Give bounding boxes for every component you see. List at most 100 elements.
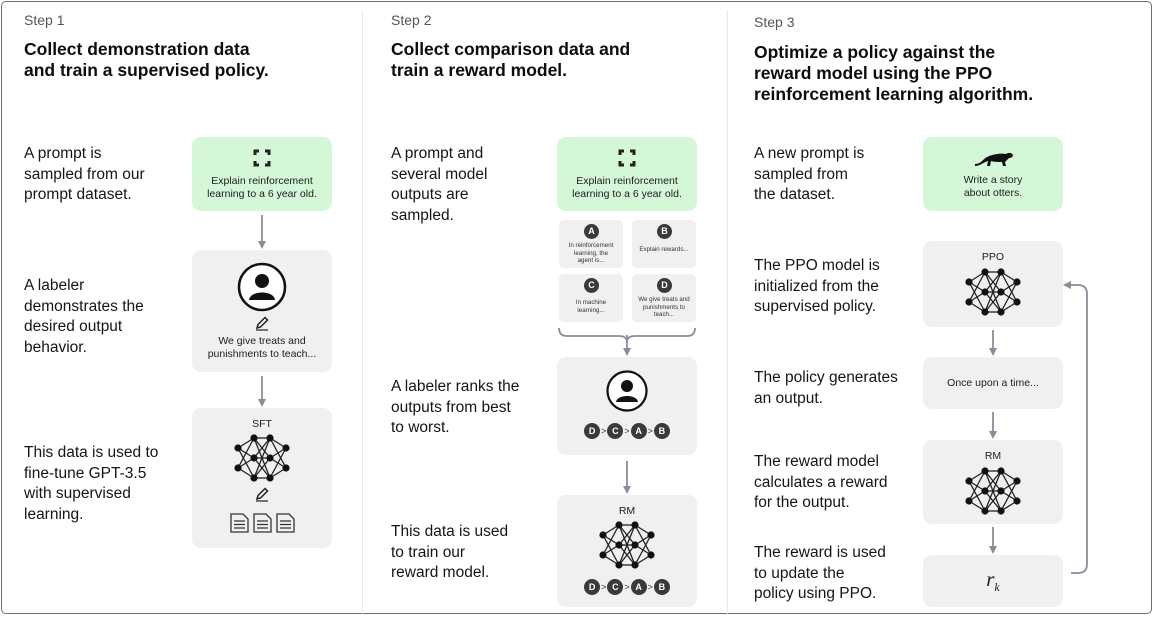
desc-line: an output.	[754, 389, 823, 407]
reward-letter: r	[986, 567, 995, 591]
model-label: SFT	[252, 418, 272, 430]
rank-badge: D	[584, 579, 601, 595]
desc-line: several model	[391, 165, 488, 183]
title-line: reinforcement learning algorithm.	[754, 84, 1034, 104]
desc-line: to worst.	[391, 419, 450, 436]
model-label: RM	[618, 505, 636, 517]
rank-separator: >	[624, 582, 630, 592]
title-line: train a reward model.	[391, 60, 568, 80]
model-label: PPO	[981, 251, 1005, 263]
title-line: Collect demonstration data	[24, 39, 250, 59]
ranking-row: D>C>A>B	[557, 579, 697, 595]
step-3-output-box: Once upon a time...	[923, 357, 1063, 409]
step-3-desc-ppo: The PPO model is initialized from the su…	[754, 256, 880, 318]
neural-network-icon	[965, 467, 1021, 515]
output-line: learning...	[577, 306, 605, 314]
desc-line: sampled.	[391, 206, 454, 224]
neural-network-icon	[965, 268, 1021, 316]
desc-line: This data is used	[391, 523, 509, 540]
output-text: Explain rewards...	[634, 246, 694, 254]
prompt-line: learning to a 6 year old.	[572, 188, 682, 200]
otter-icon	[975, 152, 1013, 166]
generated-output-text: Once upon a time...	[947, 377, 1039, 389]
output-badge: A	[584, 224, 599, 239]
title-line: Collect comparison data and	[391, 39, 631, 59]
step-3-rm-box: RM	[923, 440, 1063, 524]
rank-badge: C	[607, 579, 624, 595]
step-2-desc-rank: A labeler ranks the outputs from best to…	[391, 377, 519, 439]
step-1-title: Collect demonstration data and train a s…	[24, 39, 269, 81]
desc-line: The PPO model is	[754, 257, 880, 274]
title-line: reward model using the PPO	[754, 63, 993, 83]
rank-badge: B	[653, 423, 670, 439]
rank-badge: B	[653, 579, 670, 595]
output-badge: D	[657, 278, 672, 293]
step-1-desc-prompt: A prompt is sampled from our prompt data…	[24, 144, 145, 206]
step-2-desc-sample: A prompt and several model outputs are s…	[391, 144, 488, 226]
desc-line: prompt dataset.	[24, 186, 132, 203]
desc-line: sampled from	[754, 165, 848, 183]
output-line: In machine	[575, 299, 607, 306]
desc-line: This data is used to	[24, 444, 159, 461]
output-card-a: A In reinforcement learning, the agent i…	[559, 220, 623, 268]
step-1-labeler-box: We give treats and punishments to teach.…	[192, 250, 332, 372]
demo-line: punishments to teach...	[207, 348, 317, 360]
prompt-text: Explain reinforcement learning to a 6 ye…	[557, 175, 697, 201]
output-line: teach...	[653, 311, 675, 318]
step-2-desc-train: This data is used to train our reward mo…	[391, 522, 508, 584]
model-outputs-grid: A In reinforcement learning, the agent i…	[557, 217, 702, 327]
output-card-c: C In machine learning...	[559, 274, 623, 322]
title-line: and train a supervised policy.	[24, 60, 269, 80]
step-3-desc-update: The reward is used to update the policy …	[754, 543, 886, 605]
desc-line: calculates a reward	[754, 473, 888, 491]
desc-line: reward model.	[391, 564, 490, 581]
reward-subscript: k	[994, 580, 1000, 595]
rank-badge: C	[607, 423, 624, 439]
prompt-text: Write a story about otters.	[923, 174, 1063, 200]
output-card-d: D We give treats and punishments to teac…	[632, 274, 696, 322]
desc-line: The reward is used	[754, 544, 886, 561]
prompt-line: Explain reinforcement	[576, 175, 678, 187]
step-3-title: Optimize a policy against the reward mod…	[754, 42, 1033, 105]
cycle-icon	[618, 149, 636, 167]
demo-text: We give treats and punishments to teach.…	[192, 335, 332, 361]
rank-badge: A	[630, 423, 647, 439]
person-icon	[237, 262, 287, 312]
desc-line: behavior.	[24, 338, 87, 356]
desc-line: outputs are	[391, 186, 469, 203]
rank-separator: >	[601, 426, 607, 436]
desc-line: with supervised	[24, 485, 131, 502]
demo-line: We give treats and	[218, 335, 306, 347]
desc-line: to update the	[754, 564, 845, 582]
output-text: We give treats and punishments to teach.…	[634, 296, 694, 319]
step-3-label: Step 3	[754, 14, 795, 30]
model-label: RM	[984, 450, 1002, 462]
desc-line: The reward model	[754, 453, 879, 470]
prompt-line: learning to a 6 year old.	[207, 188, 317, 200]
desc-line: for the output.	[754, 494, 850, 511]
rank-separator: >	[624, 426, 630, 436]
output-line: We give treats and	[638, 296, 690, 303]
step-2-ranking-box: D>C>A>B	[557, 357, 697, 455]
column-divider	[727, 10, 728, 615]
output-text: In reinforcement learning, the agent is.…	[561, 242, 621, 265]
desc-line: A new prompt is	[754, 145, 865, 162]
desc-line: to train our	[391, 543, 466, 561]
output-line: punishments to	[643, 303, 685, 311]
column-divider	[362, 10, 363, 615]
rank-separator: >	[647, 426, 653, 436]
output-line: learning, the	[573, 249, 609, 257]
step-3-desc-reward: The reward model calculates a reward for…	[754, 452, 888, 514]
desc-line: learning.	[24, 505, 84, 523]
output-text: In machine learning...	[561, 299, 621, 314]
title-line: Optimize a policy against the	[754, 42, 996, 62]
pencil-icon	[255, 487, 269, 502]
rank-separator: >	[647, 582, 653, 592]
step-1-desc-labeler: A labeler demonstrates the desired outpu…	[24, 276, 144, 358]
output-badge: C	[584, 278, 599, 293]
neural-network-icon	[599, 521, 655, 569]
output-line: In reinforcement	[568, 242, 614, 249]
desc-line: sampled from our	[24, 165, 145, 183]
